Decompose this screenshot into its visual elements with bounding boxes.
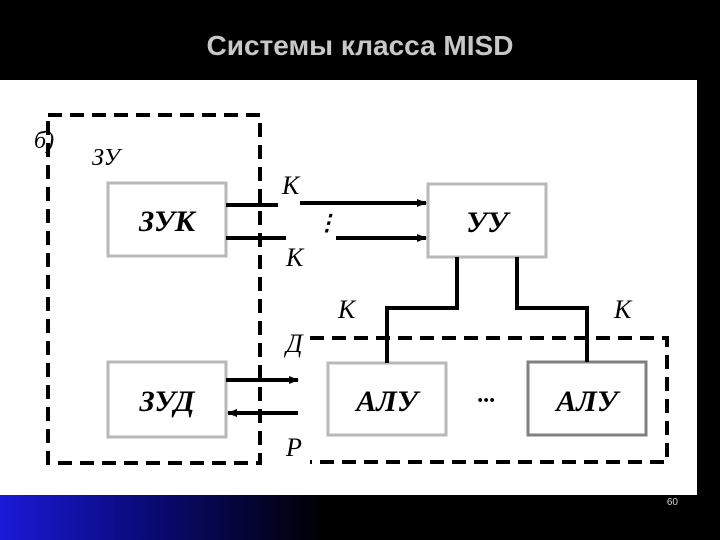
edge-label-k-left: К [337,295,357,324]
alu-node-1: АЛУ [326,361,448,437]
zuk-label: ЗУК [138,205,197,238]
slide-title: Системы класса MISD [206,30,514,61]
zud-node: ЗУД [106,360,228,439]
alu-node-2: АЛУ [526,360,648,437]
horizontal-ellipsis: ... [478,382,496,408]
figure-panel: б) ЗУ ЗУК ЗУД УУ АЛУ АЛУ [0,80,697,495]
control-line-to-alu-1 [385,257,459,363]
alu-2-label: АЛУ [554,385,621,418]
edge-label-d: Д [283,329,304,358]
edge-label-k-bottom: К [285,243,305,272]
misd-diagram: б) ЗУ ЗУК ЗУД УУ АЛУ АЛУ [34,113,669,465]
storage-group-border [46,113,262,465]
alu-group-border [310,336,669,464]
figure-label: б) [34,128,54,154]
page-number: 60 [666,497,678,508]
storage-group-label: ЗУ [92,145,123,171]
edge-label-r: Р [285,433,302,462]
bottom-accent-bar [0,495,720,540]
zuk-node: ЗУК [106,181,228,258]
control-line-to-alu-2 [515,257,589,362]
edge-label-k-top: К [281,171,301,200]
vertical-ellipsis: ⋮ [316,210,338,235]
uu-node: УУ [426,182,548,259]
alu-1-label: АЛУ [354,385,421,418]
edge-label-k-right: К [613,295,633,324]
zud-label: ЗУД [138,385,196,418]
uu-label: УУ [466,206,511,239]
